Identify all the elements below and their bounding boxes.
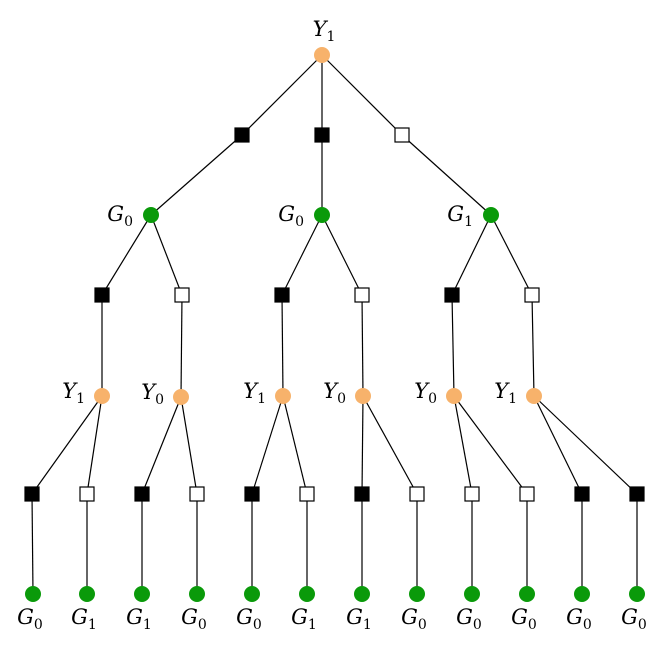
label-y2: Y0 xyxy=(141,380,164,408)
edge-to-s5a xyxy=(31,395,103,495)
action-square-s5k xyxy=(574,486,590,502)
action-square-s5e xyxy=(244,486,260,502)
action-square-s5a xyxy=(24,486,40,502)
leaf-node-l8 xyxy=(409,586,425,602)
tree-edges xyxy=(31,54,638,595)
node-y-y3 xyxy=(275,388,291,404)
node-y-y1 xyxy=(94,388,110,404)
edge-s3d xyxy=(361,294,364,397)
node-y-y5 xyxy=(446,388,462,404)
edge-to-s5d xyxy=(180,396,198,495)
action-square-s1c xyxy=(394,127,410,143)
leaf-node-l11 xyxy=(574,586,590,602)
leaf-node-l6 xyxy=(299,586,315,602)
edge-to-s5l xyxy=(533,395,638,495)
edge-s3c xyxy=(281,294,284,397)
root-node-y xyxy=(314,47,330,63)
action-square-s3d xyxy=(354,287,370,303)
edge-to-s5h xyxy=(362,395,418,495)
leaf-node-l5 xyxy=(244,586,260,602)
action-square-s5l xyxy=(629,486,645,502)
leaf-node-l9 xyxy=(464,586,480,602)
node-y-y2 xyxy=(173,389,189,405)
edge-to-s3a xyxy=(101,214,152,296)
edge-to-s5j xyxy=(453,395,528,495)
leaf-node-l4 xyxy=(189,586,205,602)
leaf-label-l9: G0 xyxy=(456,605,482,633)
edge-to-s3c xyxy=(281,214,323,296)
leaf-label-l1: G0 xyxy=(17,605,43,633)
action-square-s5b xyxy=(79,486,95,502)
action-square-s1b xyxy=(314,127,330,143)
edge-root-s1c xyxy=(321,54,403,136)
edge-to-s3d xyxy=(321,214,363,296)
edge-s3b xyxy=(180,294,183,398)
action-square-s5i xyxy=(464,486,480,502)
node-y-y6 xyxy=(526,388,542,404)
edge-to-s5i xyxy=(453,395,473,495)
edge-to-s5c xyxy=(141,396,182,495)
edge-to-s5e xyxy=(251,395,284,495)
label-y6: Y1 xyxy=(494,379,517,407)
leaf-node-l10 xyxy=(519,586,535,602)
edge-to-s5b xyxy=(86,395,103,495)
action-square-s3c xyxy=(274,287,290,303)
label-g3: G1 xyxy=(447,202,473,230)
label-y1: Y1 xyxy=(62,379,85,407)
leaf-label-l8: G0 xyxy=(401,605,427,633)
node-g-g1 xyxy=(143,207,159,223)
leaf-label-l12: G0 xyxy=(621,605,647,633)
edge-to-s5f xyxy=(282,395,308,495)
leaf-label-l4: G0 xyxy=(181,605,207,633)
action-square-s3e xyxy=(444,287,460,303)
tree-nodes xyxy=(24,47,645,602)
action-square-s3b xyxy=(174,287,190,303)
edge-to-s5g xyxy=(361,395,364,495)
leaf-label-l7: G1 xyxy=(346,605,372,633)
edge-to-s3f xyxy=(490,214,533,296)
leaf-label-l2: G1 xyxy=(71,605,97,633)
edge-s3f xyxy=(531,294,535,397)
edge-s3e xyxy=(451,294,455,397)
leaf-node-l12 xyxy=(629,586,645,602)
action-square-s3f xyxy=(524,287,540,303)
edge-to-s3b xyxy=(150,214,183,296)
edge-s5a xyxy=(31,493,34,595)
edge-to-s5k xyxy=(533,395,583,495)
action-square-s1a xyxy=(234,127,250,143)
leaf-node-l7 xyxy=(354,586,370,602)
action-square-s5c xyxy=(134,486,150,502)
action-square-s5h xyxy=(409,486,425,502)
leaf-label-l3: G1 xyxy=(126,605,152,633)
label-g1: G0 xyxy=(107,202,133,230)
edge-root-s1a xyxy=(241,54,323,136)
node-y-y4 xyxy=(355,388,371,404)
leaf-label-l5: G0 xyxy=(236,605,262,633)
action-square-s3a xyxy=(94,287,110,303)
label-y5: Y0 xyxy=(414,379,437,407)
node-g-g3 xyxy=(483,207,499,223)
label-g2: G0 xyxy=(278,202,304,230)
edge-s1a xyxy=(150,134,243,216)
leaf-label-l6: G1 xyxy=(291,605,317,633)
label-y3: Y1 xyxy=(243,379,266,407)
node-g-g2 xyxy=(314,207,330,223)
root-label: Y1 xyxy=(313,17,336,45)
leaf-label-l10: G0 xyxy=(511,605,537,633)
leaf-node-l1 xyxy=(25,586,41,602)
leaf-node-l2 xyxy=(79,586,95,602)
leaf-label-l11: G0 xyxy=(566,605,592,633)
edge-to-s3e xyxy=(451,214,492,296)
edge-s1c xyxy=(401,134,492,216)
action-square-s5d xyxy=(189,486,205,502)
action-square-s5g xyxy=(354,486,370,502)
label-y4: Y0 xyxy=(323,379,346,407)
leaf-node-l3 xyxy=(134,586,150,602)
action-square-s5f xyxy=(299,486,315,502)
action-square-s5j xyxy=(519,486,535,502)
